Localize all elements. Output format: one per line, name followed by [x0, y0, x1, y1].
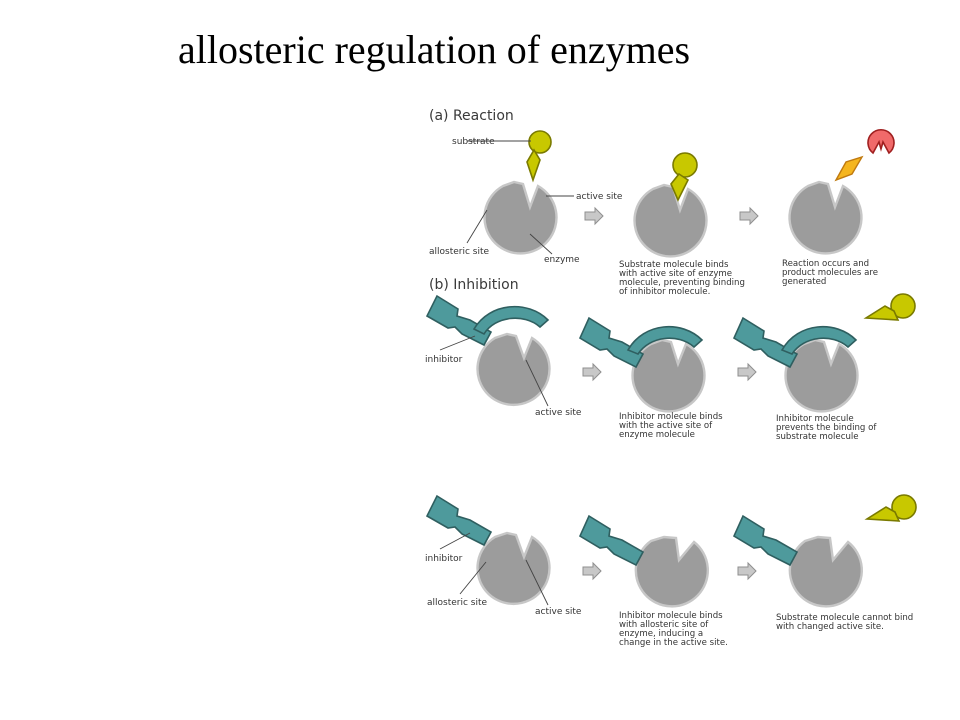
caption-line: of inhibitor molecule. — [619, 287, 710, 297]
enzyme-shape — [631, 338, 706, 413]
inhibitor-leader — [439, 335, 476, 351]
enzyme-shape — [483, 180, 558, 255]
substrate-shape — [864, 494, 917, 522]
arrow-icon — [584, 207, 604, 225]
caption-line: Inhibitor molecule binds — [619, 412, 723, 422]
enzyme-shape — [634, 535, 710, 608]
product-red-shape — [867, 128, 895, 155]
inhibitor-shape — [732, 316, 858, 369]
product-orange-shape — [834, 155, 864, 182]
caption-line: with allosteric site of — [619, 620, 709, 630]
caption-line: with the active site of — [619, 421, 713, 431]
active-site-label: active site — [535, 607, 582, 617]
competitive-step1: inhibitor active site — [425, 294, 582, 418]
caption-line: generated — [782, 277, 826, 287]
arrow-icon — [582, 363, 602, 381]
active-site-leader — [525, 359, 549, 407]
allosteric-step3: Substrate molecule cannot bind with chan… — [732, 494, 917, 632]
caption-line: Substrate molecule binds — [619, 260, 729, 270]
inhibitor-shape — [425, 294, 550, 347]
inhibitor-label: inhibitor — [425, 554, 463, 564]
caption-line: enzyme molecule — [619, 430, 695, 440]
caption-line: with changed active site. — [776, 622, 884, 632]
reaction-step2: Substrate molecule binds with active sit… — [619, 152, 745, 297]
reaction-step1: substrate active site allosteric site en… — [429, 130, 623, 265]
substrate-label: substrate — [452, 137, 495, 147]
inhibitor-label: inhibitor — [425, 355, 463, 365]
caption-line: prevents the binding of — [776, 423, 877, 433]
enzyme-shape — [788, 180, 863, 255]
section-a-heading: (a) Reaction — [429, 108, 514, 124]
substrate-shape — [670, 152, 698, 202]
caption-line: Reaction occurs and — [782, 259, 869, 269]
allosteric-site-label: allosteric site — [427, 598, 488, 608]
enzyme-shape — [476, 531, 551, 606]
caption-line: change in the active site. — [619, 638, 728, 648]
caption-line: product molecules are — [782, 268, 878, 278]
reaction-step3: Reaction occurs and product molecules ar… — [782, 128, 895, 287]
arrow-icon — [737, 363, 757, 381]
active-site-label: active site — [535, 408, 582, 418]
caption-line: substrate molecule — [776, 432, 859, 442]
inhibitor-leader — [439, 532, 471, 550]
inhibitor-shape — [425, 494, 493, 547]
enzyme-shape — [788, 535, 864, 608]
inhibitor-shape — [732, 514, 799, 567]
caption-line: molecule, preventing binding — [619, 278, 745, 288]
caption-line: with active site of enzyme — [619, 269, 732, 279]
substrate-shape — [526, 130, 552, 183]
substrate-shape — [863, 293, 916, 321]
enzyme-leader — [529, 233, 553, 255]
enzyme-label: enzyme — [544, 255, 580, 265]
active-site-leader — [525, 559, 549, 606]
enzyme-shape — [633, 183, 708, 258]
allosteric-site-label: allosteric site — [429, 247, 490, 257]
competitive-step3: Inhibitor molecule prevents the binding … — [732, 293, 916, 442]
caption-line: enzyme, inducing a — [619, 629, 703, 639]
allosteric-step2: Inhibitor molecule binds with allosteric… — [578, 514, 728, 648]
arrow-icon — [737, 562, 757, 580]
inhibitor-shape — [578, 316, 704, 369]
page-title: allosteric regulation of enzymes — [178, 27, 691, 72]
arrow-icon — [739, 207, 759, 225]
competitive-step2: Inhibitor molecule binds with the active… — [578, 316, 723, 440]
inhibitor-shape — [578, 514, 645, 567]
allosteric-site-leader — [459, 561, 487, 595]
caption-line: Inhibitor molecule binds — [619, 611, 723, 621]
caption-line: Substrate molecule cannot bind — [776, 613, 913, 623]
caption-line: Inhibitor molecule — [776, 414, 854, 424]
allosteric-step1: inhibitor allosteric site active site — [425, 494, 582, 617]
enzyme-shape — [784, 338, 859, 413]
active-site-label: active site — [576, 192, 623, 202]
section-b-heading: (b) Inhibition — [429, 277, 519, 293]
allosteric-site-leader — [466, 209, 488, 244]
enzyme-shape — [476, 332, 551, 407]
arrow-icon — [582, 562, 602, 580]
